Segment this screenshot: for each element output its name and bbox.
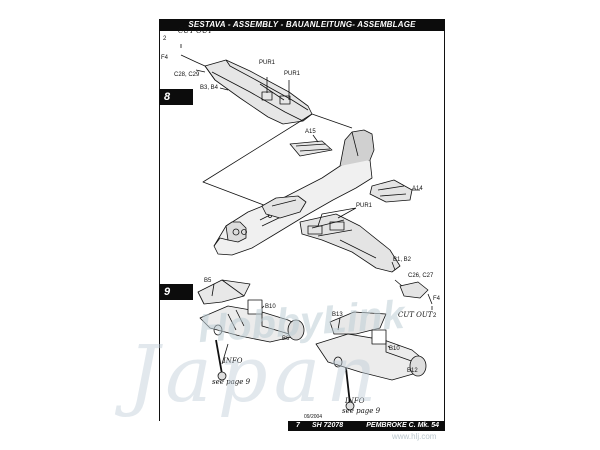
part-number-2-bottom: 2 [433,313,437,319]
step-8-badge: 8 [159,89,193,105]
outer-wing-panel-left [204,59,313,125]
part-b3-b4: B3, B4 [200,85,219,91]
part-a14: A14 [412,186,423,192]
part-pur1-a: PUR1 [259,60,276,66]
step-9-badge: 9 [159,284,193,300]
frame-left-line [159,31,160,421]
part-b10-right: B10 [389,346,400,352]
part-a15: A15 [305,129,316,135]
print-date: 09/2004 [304,414,323,420]
part-b1-b2: B1, B2 [393,257,412,263]
part-b12: B12 [407,368,418,374]
assembly-header: SESTAVA - ASSEMBLY - BAUANLEITUNG- ASSEM… [159,19,445,31]
page-number: 7 [296,422,300,429]
info-label-right: INFO [345,397,365,405]
wing-right [299,213,401,273]
part-number-2-top: 2 [163,36,167,42]
frame-right-line [444,31,445,421]
part-f4-bottom: F4 [433,296,441,302]
landing-gear-left [197,279,305,381]
stabilizer-right [369,179,413,203]
cut-out-label-bottom: CUT OUT [398,311,433,319]
footer-bar: 7 SH 72078 PEMBROKE C. Mk. 54 [288,421,445,431]
part-b5: B5 [204,278,212,284]
landing-gear-right [315,311,427,411]
see-page-label-right: see page 9 [342,407,381,415]
part-b10-left: B10 [265,304,276,310]
fuselage [213,129,375,256]
part-b6: B6 [282,336,290,342]
model-name: PEMBROKE C. Mk. 54 [366,422,439,429]
part-f4-top: F4 [161,55,169,61]
part-b13: B13 [332,312,343,318]
see-page-label-left: see page 9 [212,378,251,386]
info-label-left: INFO [223,357,243,365]
cut-out-label-top: CUT OUT [178,27,213,35]
part-c28-c29: C28, C29 [174,72,200,78]
part-c26-c27: C26, C27 [408,273,434,279]
stabilizer-left [289,140,333,157]
part-pur1-b: PUR1 [284,71,301,77]
kit-code: SH 72078 [312,422,344,429]
part-pur1-c: PUR1 [356,203,373,209]
